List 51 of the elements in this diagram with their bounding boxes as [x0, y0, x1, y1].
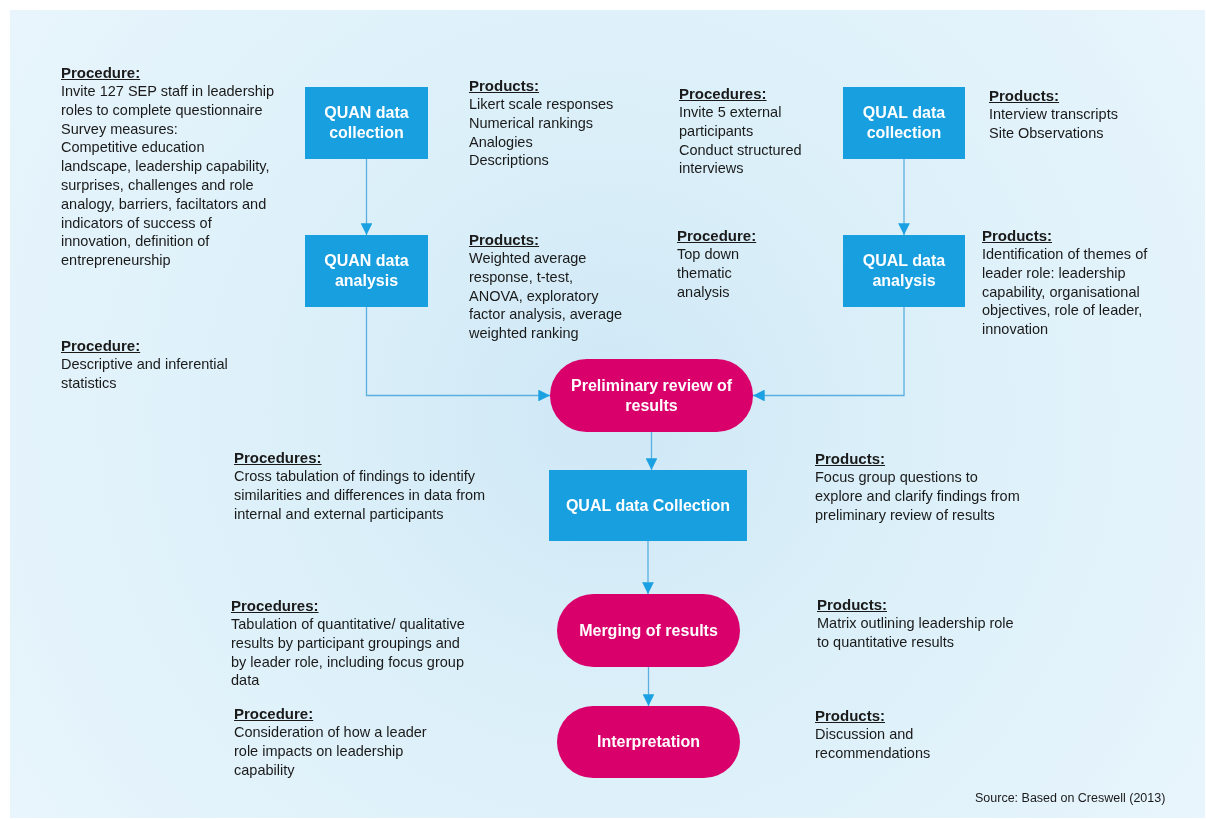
process-box: QUAL data analysis [843, 235, 965, 307]
note-text: Top down thematic analysis [677, 245, 741, 302]
arrow [898, 158, 910, 236]
note-text: Invite 127 SEP staff in leadership roles to complete questionnaire [61, 82, 276, 120]
note-text: Conduct structured interviews [679, 140, 803, 179]
note-text: Competitive education landscape, leadership capability, surprises, challenges and role analogy, barriers, faciltators and indicators of success of innovation, definition of entrepreneurship [61, 138, 271, 270]
heading: Products: [815, 450, 885, 468]
note-text: Interview transcripts [989, 105, 1119, 124]
heading: Procedure: [61, 64, 141, 82]
arrow [645, 431, 658, 471]
note-text: Consideration of how a leader role impacts on leadership capability [234, 723, 428, 780]
arrow [642, 666, 655, 707]
heading: Products: [469, 77, 539, 95]
heading: Products: [982, 227, 1052, 245]
note-text: Invite 5 external participants [679, 103, 783, 141]
note-text: Likert scale responses [469, 95, 615, 114]
process-pill: Preliminary review of results [550, 359, 753, 432]
heading: Procedure: [234, 705, 314, 723]
note-text: Descriptive and inferential statistics [61, 355, 229, 393]
heading: Procedures: [231, 597, 319, 615]
heading: Products: [469, 231, 539, 249]
heading: Procedures: [679, 85, 767, 103]
heading: Procedure: [677, 227, 757, 245]
process-box: QUAL data Collection [549, 470, 747, 541]
note-text: Identification of themes of leader role: leadership capability, organisational objectives, role of leader, innovation [982, 245, 1149, 339]
note-text: Cross tabulation of findings to identify similarities and differences in data from internal and external participants [234, 467, 487, 524]
arrow [752, 306, 905, 402]
note-text: Focus group questions to explore and clarify findings from preliminary review of results [815, 468, 1021, 525]
note-text: Tabulation of quantitative/ qualitative results by participant groupings and by leader role, including focus group data [231, 615, 466, 691]
note-text: Matrix outlining leadership role to quantitative results [817, 614, 1015, 652]
note-text: Weighted average response, t-test, ANOVA, exploratory factor analysis, average weighted ranking [469, 249, 624, 343]
arrow [642, 540, 654, 595]
process-box: QUAN data analysis [305, 235, 428, 307]
heading: Products: [989, 87, 1059, 105]
arrow [365, 306, 551, 402]
note-text: Numerical rankings [469, 113, 595, 133]
heading: Procedure: [61, 337, 141, 355]
process-box: QUAL data collection [843, 87, 965, 159]
note-text: Survey measures: [61, 119, 179, 139]
process-pill: Merging of results [557, 594, 740, 667]
note-text: Analogies [469, 132, 534, 152]
note-text: Discussion and recommendations [815, 725, 932, 763]
heading: Procedures: [234, 449, 322, 467]
heading: Products: [817, 596, 887, 614]
source-caption: Source: Based on Creswell (2013) [975, 790, 1166, 807]
heading: Products: [815, 707, 885, 725]
process-box: QUAN data collection [305, 87, 428, 159]
note-text: Descriptions [469, 151, 550, 171]
arrow [360, 158, 373, 236]
process-pill: Interpretation [557, 706, 740, 778]
note-text: Site Observations [989, 123, 1105, 143]
